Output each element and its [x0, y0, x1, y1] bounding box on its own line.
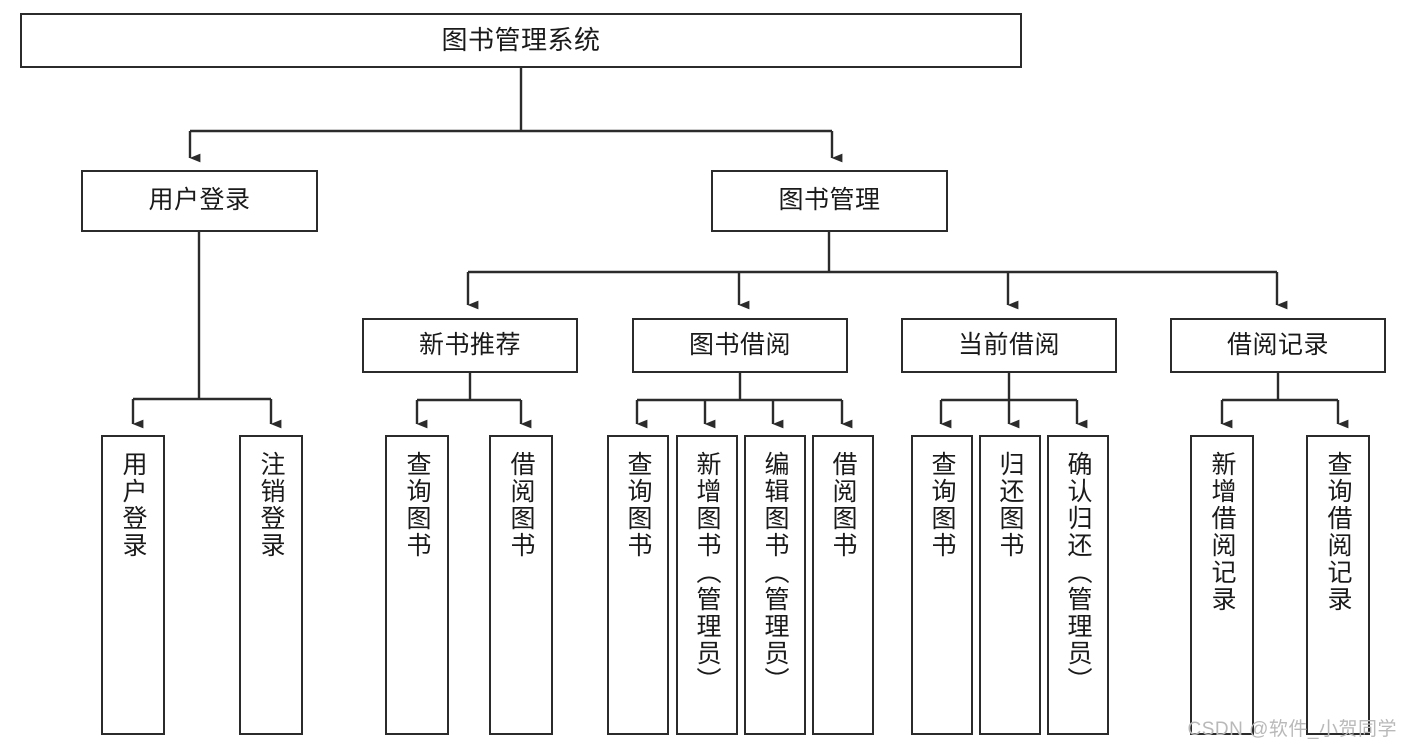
leaf-query-book-borrow[interactable]: 查询图书 [607, 435, 669, 735]
leaf-label: 查询图书 [928, 451, 956, 559]
leaf-label: 新增借阅记录 [1208, 451, 1236, 613]
node-book-management[interactable]: 图书管理 [711, 170, 948, 232]
node-label: 当前借阅 [957, 330, 1060, 359]
leaf-label: 查询图书 [624, 451, 652, 559]
watermark: CSDN @软件_小贺同学 [1187, 719, 1397, 740]
node-root[interactable]: 图书管理系统 [20, 13, 1022, 68]
leaf-borrow-book-recommend[interactable]: 借阅图书 [489, 435, 553, 735]
node-current-borrow[interactable]: 当前借阅 [901, 318, 1117, 373]
node-borrow-records[interactable]: 借阅记录 [1170, 318, 1386, 373]
node-label: 图书管理 [778, 186, 881, 215]
leaf-label: 查询借阅记录 [1324, 451, 1352, 613]
leaf-add-borrow-record[interactable]: 新增借阅记录 [1190, 435, 1254, 735]
node-label: 新书推荐 [418, 330, 521, 359]
node-user-login[interactable]: 用户登录 [81, 170, 318, 232]
node-label: 借阅记录 [1226, 330, 1329, 359]
node-label: 用户登录 [148, 186, 251, 215]
node-label: 图书借阅 [688, 330, 791, 359]
leaf-label: 注销登录 [257, 451, 285, 559]
leaf-query-borrow-record[interactable]: 查询借阅记录 [1306, 435, 1370, 735]
leaf-query-book-recommend[interactable]: 查询图书 [385, 435, 449, 735]
leaf-query-book-current[interactable]: 查询图书 [911, 435, 973, 735]
leaf-logout[interactable]: 注销登录 [239, 435, 303, 735]
node-new-book-recommend[interactable]: 新书推荐 [362, 318, 578, 373]
leaf-label: 查询图书 [403, 451, 431, 559]
leaf-label: 编辑图书（管理员） [761, 451, 789, 694]
leaf-confirm-return-admin[interactable]: 确认归还（管理员） [1047, 435, 1109, 735]
leaf-borrow-book[interactable]: 借阅图书 [812, 435, 874, 735]
leaf-add-book-admin[interactable]: 新增图书（管理员） [676, 435, 738, 735]
leaf-user-login[interactable]: 用户登录 [101, 435, 165, 735]
leaf-label: 用户登录 [119, 451, 147, 559]
leaf-label: 借阅图书 [829, 451, 857, 559]
node-book-borrow[interactable]: 图书借阅 [632, 318, 848, 373]
leaf-label: 借阅图书 [507, 451, 535, 559]
leaf-edit-book-admin[interactable]: 编辑图书（管理员） [744, 435, 806, 735]
leaf-label: 确认归还（管理员） [1064, 451, 1092, 694]
leaf-label: 归还图书 [996, 451, 1024, 559]
leaf-label: 新增图书（管理员） [693, 451, 721, 694]
leaf-return-book[interactable]: 归还图书 [979, 435, 1041, 735]
node-label: 图书管理系统 [441, 25, 601, 56]
